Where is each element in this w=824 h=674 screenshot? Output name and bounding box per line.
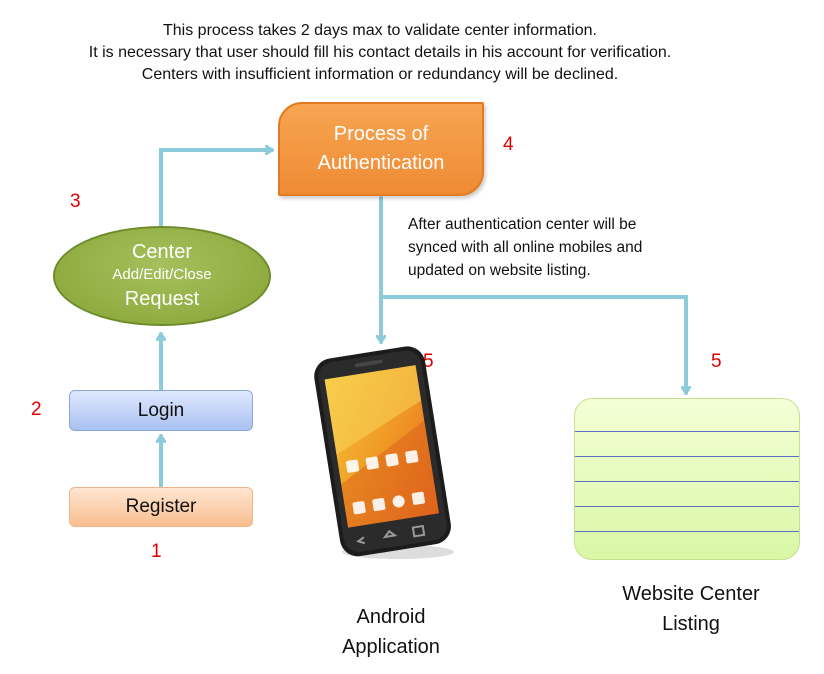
header-line-3: Centers with insufficient information or… — [141, 66, 619, 83]
website-listing-box — [574, 398, 800, 560]
center-request-line-2: Add/Edit/Close — [112, 266, 212, 283]
sync-note: After authentication center will be sync… — [408, 213, 708, 282]
website-caption-line-1: Website Center — [622, 583, 760, 605]
listing-row-line — [575, 456, 799, 457]
login-label: Login — [137, 399, 185, 421]
android-caption-line-2: Application — [342, 636, 440, 658]
website-caption: Website Center Listing — [601, 579, 781, 639]
listing-row-line — [575, 431, 799, 432]
android-caption: Android Application — [311, 602, 471, 662]
header-note: This process takes 2 days max to validat… — [0, 20, 760, 86]
arrow-process-to-website — [379, 295, 686, 395]
step-number-process: 4 — [503, 134, 514, 155]
center-request-ellipse: Center Add/Edit/Close Request — [53, 226, 271, 326]
sync-note-line-3: updated on website listing. — [408, 262, 591, 279]
process-line-1: Process of — [333, 123, 429, 145]
step-number-website: 5 — [711, 351, 722, 372]
sync-note-line-2: synced with all online mobiles and — [408, 239, 643, 256]
website-caption-line-2: Listing — [662, 613, 720, 635]
process-line-2: Authentication — [317, 152, 445, 174]
android-phone-icon — [314, 346, 454, 559]
step-number-request: 3 — [70, 191, 81, 212]
step-number-login: 2 — [31, 399, 42, 420]
sync-note-line-1: After authentication center will be — [408, 216, 637, 233]
listing-row-line — [575, 531, 799, 532]
step-number-android: 5 — [423, 351, 434, 372]
login-box: Login — [69, 390, 253, 431]
step-number-register: 1 — [151, 541, 162, 562]
center-request-line-3: Request — [124, 288, 200, 310]
listing-row-line — [575, 481, 799, 482]
arrow-request-to-process — [159, 150, 274, 227]
header-line-2: It is necessary that user should fill hi… — [88, 44, 672, 61]
register-label: Register — [125, 496, 197, 517]
android-caption-line-1: Android — [356, 606, 426, 628]
center-request-line-1: Center — [131, 241, 193, 263]
header-line-1: This process takes 2 days max to validat… — [163, 22, 597, 39]
process-authentication-box: Process of Authentication — [278, 102, 484, 196]
listing-row-line — [575, 506, 799, 507]
register-box: Register — [69, 487, 253, 527]
